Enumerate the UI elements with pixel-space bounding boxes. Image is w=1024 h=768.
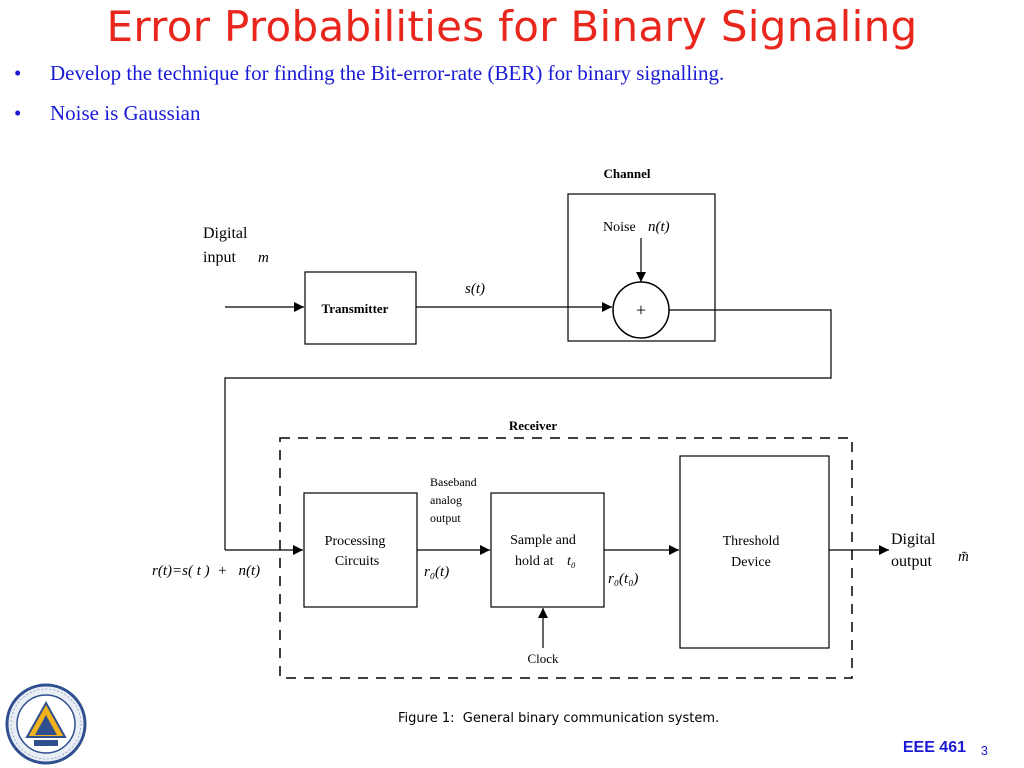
bullet-text: Noise is Gaussian <box>50 101 201 125</box>
clock-label: Clock <box>527 651 559 666</box>
threshold-device-box <box>679 455 830 649</box>
bullet-dot-icon: • <box>14 101 22 125</box>
bullet-dot-icon: • <box>14 61 22 85</box>
threshold-device-label: Device <box>731 555 771 570</box>
processing-circuits-label: Circuits <box>335 554 379 569</box>
sample-hold-label: hold at <box>515 554 554 569</box>
channel-label: Channel <box>604 166 651 181</box>
r0t0-label: r₀(t₀) <box>608 571 638 587</box>
noise-symbol: n(t) <box>648 219 670 235</box>
course-code: EEE 461 <box>902 739 966 756</box>
bullet-item: • Noise is Gaussian <box>14 100 724 126</box>
received-signal-label: r(t)=s( t ) + n(t) <box>152 563 260 579</box>
transmitter-label: Transmitter <box>322 301 389 316</box>
page-number: 3 <box>980 743 988 758</box>
noise-label: Noise <box>603 220 636 235</box>
output-symbol: m̃ <box>958 549 969 565</box>
sample-hold-label: Sample and <box>510 533 576 548</box>
channel-box <box>567 193 716 342</box>
baseband-label: output <box>430 511 461 525</box>
sample-hold-box <box>490 492 605 608</box>
output-label: Digital <box>891 531 936 548</box>
output-label: output <box>891 553 932 570</box>
slide-title: Error Probabilities for Binary Signaling <box>106 2 918 51</box>
baseband-label: Baseband <box>430 475 477 489</box>
threshold-device-label: Threshold <box>723 534 780 549</box>
t0-symbol: t₀ <box>567 554 576 569</box>
signal-label: s(t) <box>465 281 485 297</box>
baseband-label: analog <box>430 493 462 507</box>
input-label: Digital <box>203 225 248 242</box>
transmitter-box <box>304 271 417 345</box>
adder-symbol: + <box>636 300 646 320</box>
receiver-label: Receiver <box>509 418 558 433</box>
channel-output-wire <box>224 309 832 550</box>
input-label: input <box>203 249 236 266</box>
bullet-text: Develop the technique for finding the Bi… <box>50 61 725 85</box>
receiver-boundary <box>279 437 853 679</box>
bullet-list: • Develop the technique for finding the B… <box>14 60 724 140</box>
processing-circuits-box <box>303 492 418 608</box>
r0t-label: r₀(t) <box>424 564 449 580</box>
bullet-item: • Develop the technique for finding the B… <box>14 60 724 86</box>
input-symbol: m <box>258 250 269 266</box>
university-seal-icon <box>5 683 87 765</box>
figure-caption: Figure 1: General binary communication s… <box>398 711 719 726</box>
processing-circuits-label: Processing <box>325 534 386 549</box>
